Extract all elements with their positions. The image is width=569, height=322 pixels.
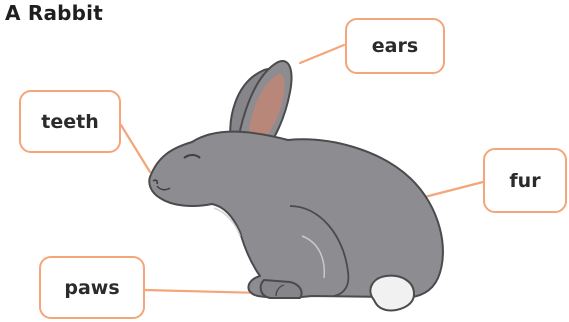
rabbit-body — [149, 132, 443, 298]
rabbit-tail — [370, 276, 414, 311]
leader-line-teeth — [121, 125, 150, 172]
label-paws: paws — [39, 256, 145, 319]
leader-line-ears — [300, 45, 344, 63]
leader-line-paws — [145, 290, 262, 293]
rabbit-figure — [149, 61, 443, 310]
label-ears: ears — [345, 18, 445, 74]
label-fur: fur — [483, 148, 567, 213]
label-teeth: teeth — [19, 90, 121, 153]
